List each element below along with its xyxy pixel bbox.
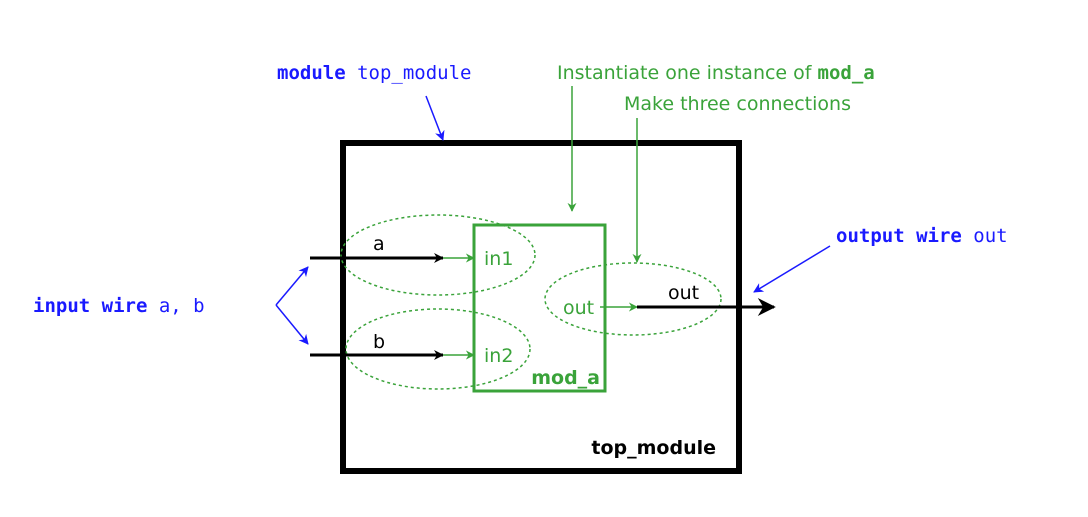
module-keyword: module <box>277 62 346 84</box>
instantiate-note: Instantiate one instance of mod_a <box>557 62 875 84</box>
instantiate-name: mod_a <box>818 62 875 84</box>
instantiate-prefix: Instantiate one instance of <box>557 62 818 84</box>
input-spacer <box>147 295 158 317</box>
wire-a-label: a <box>373 233 385 255</box>
output-pointer-arrow <box>753 245 831 293</box>
wire-out-label: out <box>668 282 699 304</box>
connection-ellipse-a <box>340 214 536 296</box>
port-out-label: out <box>563 297 594 319</box>
module-pointer-arrow <box>425 95 445 141</box>
module-declaration: module top_module <box>277 62 471 84</box>
connection-ellipse-out <box>544 262 722 336</box>
output-keyword: output wire <box>836 225 962 247</box>
input-names: a, b <box>159 295 205 317</box>
connection-ellipse-b <box>345 308 531 390</box>
input-keyword: input wire <box>33 295 147 317</box>
output-name: out <box>973 225 1007 247</box>
module-name <box>346 62 357 84</box>
top-module-label: top_module <box>591 437 716 459</box>
module-name-text: top_module <box>357 62 471 84</box>
input-declaration: input wire a, b <box>33 295 205 317</box>
output-spacer <box>962 225 973 247</box>
input-pointer-arrow-a <box>275 266 309 306</box>
connections-note: Make three connections <box>624 93 851 115</box>
port-in1-label: in1 <box>484 248 513 270</box>
mod-a-label: mod_a <box>531 367 600 389</box>
port-in2-label: in2 <box>484 345 513 367</box>
output-declaration: output wire out <box>836 225 1008 247</box>
input-pointer-arrow-b <box>275 304 309 345</box>
mod-a-box <box>472 223 607 393</box>
wire-b-label: b <box>373 331 385 353</box>
